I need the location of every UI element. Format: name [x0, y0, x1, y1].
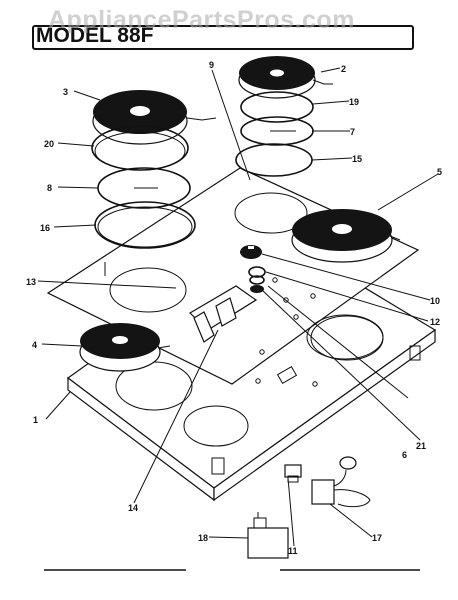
callout-5: 5 [437, 167, 442, 177]
callout-14: 14 [128, 503, 138, 513]
bezel-12 [248, 266, 266, 293]
callout-21: 21 [416, 441, 426, 451]
leader-lines [37, 67, 439, 547]
callout-11: 11 [288, 546, 298, 556]
drip-pan-20 [91, 125, 189, 171]
callout-19: 19 [349, 97, 359, 107]
terminal-block-11 [284, 464, 302, 483]
callout-1: 1 [33, 415, 38, 425]
callout-2: 2 [341, 64, 346, 74]
callout-17: 17 [372, 533, 382, 543]
callout-3: 3 [63, 87, 68, 97]
element-3 [92, 90, 217, 145]
element-2 [238, 56, 333, 99]
element-bracket [189, 285, 258, 343]
switch-18 [247, 512, 289, 559]
callout-10: 10 [430, 296, 440, 306]
site-watermark: AppliancePartsPros.com [48, 6, 355, 34]
element-4 [79, 323, 171, 372]
callout-6: 6 [402, 450, 407, 460]
callout-7: 7 [350, 127, 355, 137]
callout-20: 20 [44, 139, 54, 149]
thermostat-17 [311, 456, 371, 508]
callout-labels: 1 2 3 4 5 6 7 8 9 10 11 12 13 14 15 16 1… [26, 60, 442, 556]
callout-12: 12 [430, 317, 440, 327]
callout-4: 4 [32, 340, 37, 350]
callout-9: 9 [209, 60, 214, 70]
callout-18: 18 [198, 533, 208, 543]
model-label: MODEL 88F [36, 24, 154, 47]
drip-pan-19 [240, 91, 314, 123]
callout-8: 8 [47, 183, 52, 193]
knob-10 [240, 245, 262, 259]
callout-16: 16 [40, 223, 50, 233]
callout-15: 15 [352, 154, 362, 164]
element-right [291, 209, 401, 263]
model-label-box [32, 25, 414, 50]
callout-13: 13 [26, 277, 36, 287]
